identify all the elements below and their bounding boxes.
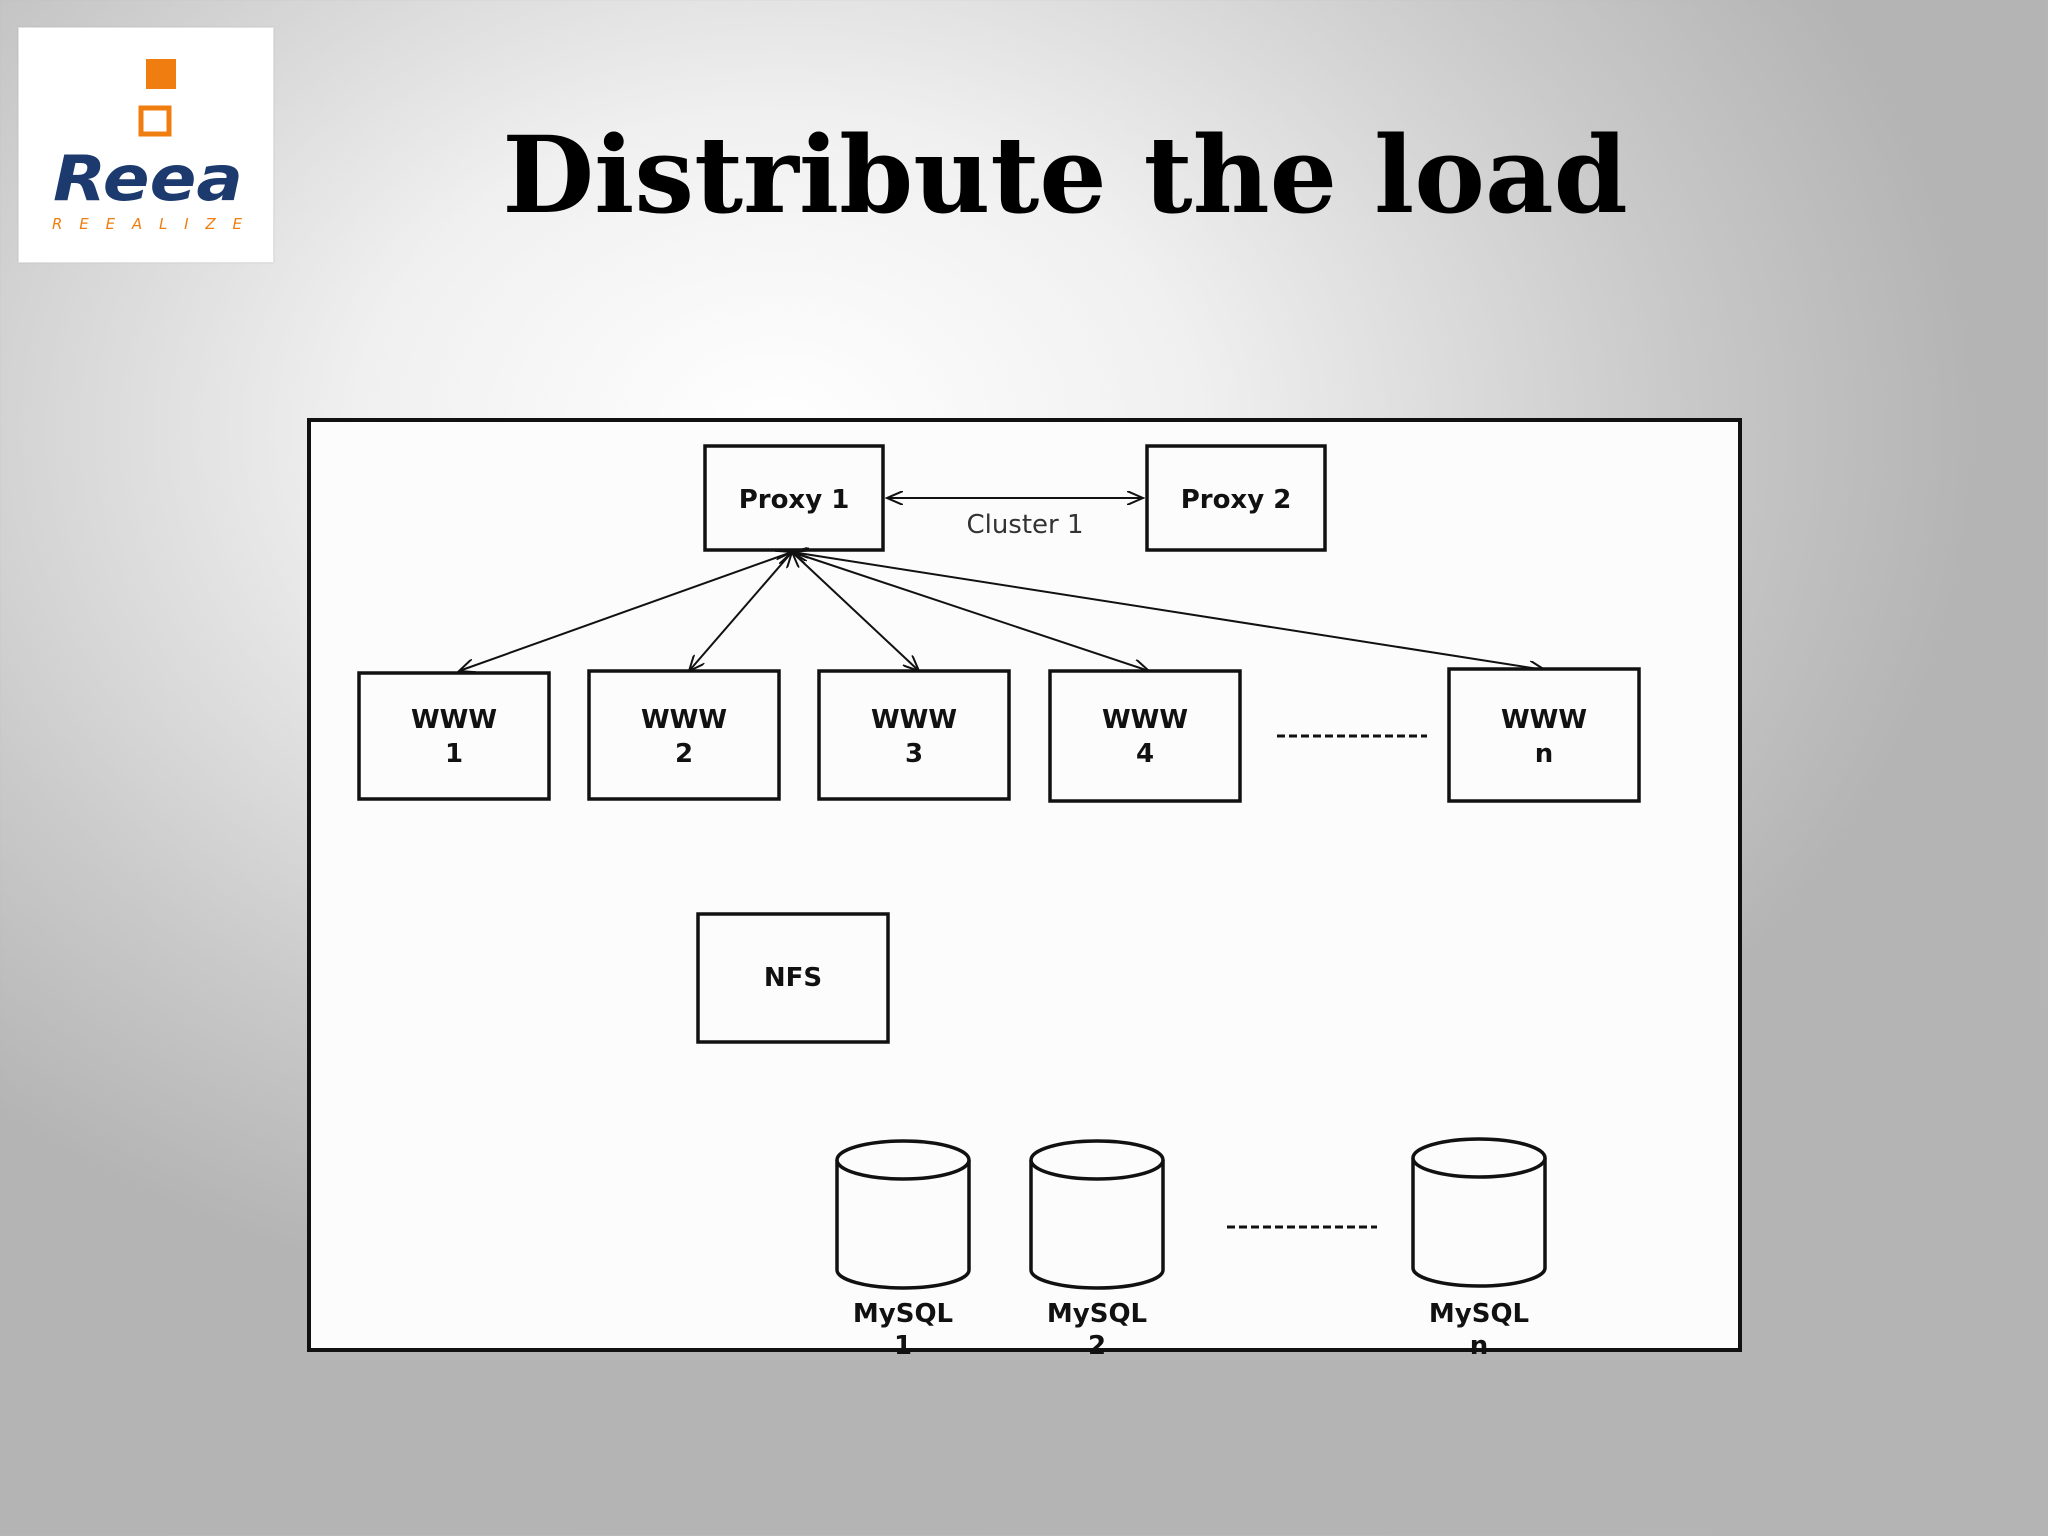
www-4-label-line2: 4	[1136, 739, 1154, 769]
www-2-label-line2: 2	[675, 739, 693, 769]
architecture-diagram: Proxy 1 Proxy 2 Cluster 1 WWW 1 WWW 2 WW…	[307, 418, 1742, 1356]
proxy-1-node: Proxy 1	[703, 444, 885, 552]
www-n-label-line1: WWW	[1501, 705, 1587, 735]
www-3-label-line1: WWW	[871, 705, 957, 735]
logo-orange-square	[146, 59, 176, 89]
proxy-1-label: Proxy 1	[739, 485, 850, 515]
www-n-label-line2: n	[1535, 739, 1554, 769]
slide-title: Distribute the load	[502, 112, 1628, 237]
nfs-label: NFS	[764, 963, 822, 993]
mysql-1-database-icon: MySQL 1	[835, 1139, 971, 1356]
proxy-to-www-n-arrow	[792, 552, 1545, 670]
www-3-label-line2: 3	[905, 739, 923, 769]
mysql-n-database-icon: MySQL n	[1411, 1137, 1547, 1356]
mysql-2-label-line2: 2	[1088, 1331, 1106, 1356]
www-2-label-line1: WWW	[641, 705, 727, 735]
mysql-1-label-line2: 1	[894, 1331, 912, 1356]
proxy-to-www-2-arrow	[689, 552, 792, 671]
www-2-node: WWW 2	[587, 669, 781, 801]
www-3-node: WWW 3	[817, 669, 1011, 801]
proxy-to-www-4-arrow	[792, 552, 1149, 671]
www-4-node: WWW 4	[1048, 669, 1242, 803]
mysql-n-label-line1: MySQL	[1429, 1299, 1529, 1329]
logo-wordmark: Reea	[53, 142, 243, 215]
mysql-n-label-line2: n	[1470, 1331, 1489, 1356]
nfs-node: NFS	[696, 912, 890, 1044]
mysql-2-database-icon: MySQL 2	[1029, 1139, 1165, 1356]
www-1-label-line1: WWW	[411, 705, 497, 735]
www-n-node: WWW n	[1447, 667, 1641, 803]
www-4-label-line1: WWW	[1102, 705, 1188, 735]
cluster-label: Cluster 1	[966, 510, 1083, 540]
mysql-1-label-line1: MySQL	[853, 1299, 953, 1329]
reea-logo: Reea REEALIZE	[18, 27, 274, 263]
proxy-to-www-1-arrow	[459, 552, 792, 671]
proxy-2-node: Proxy 2	[1145, 444, 1327, 552]
proxy-2-label: Proxy 2	[1181, 485, 1292, 515]
mysql-2-label-line1: MySQL	[1047, 1299, 1147, 1329]
www-1-label-line2: 1	[445, 739, 463, 769]
logo-outline-square	[138, 105, 172, 137]
www-1-node: WWW 1	[357, 671, 551, 801]
